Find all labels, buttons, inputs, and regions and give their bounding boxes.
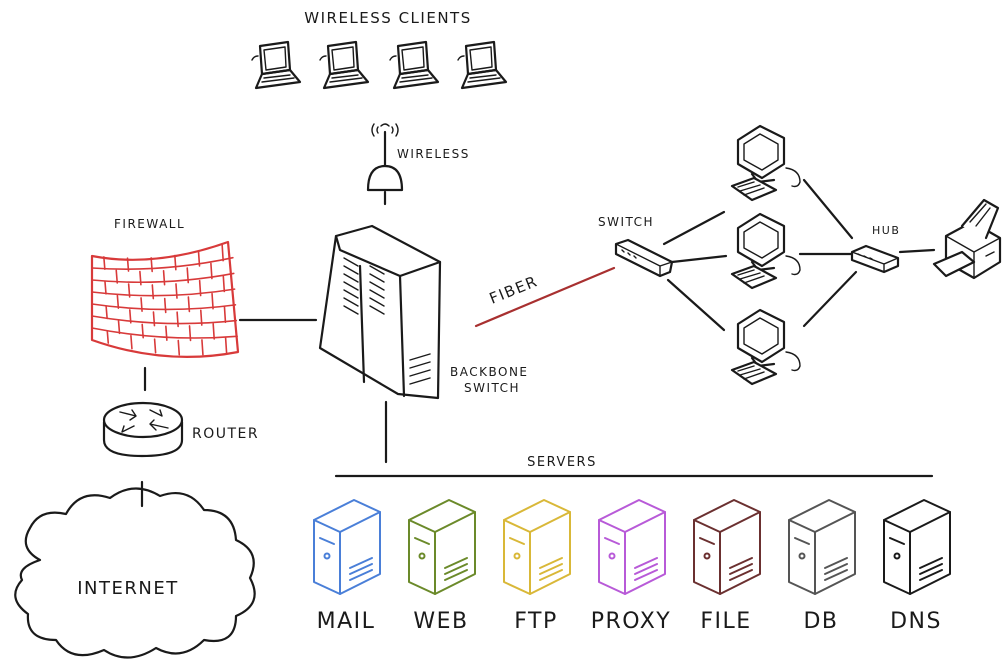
router-label: ROUTER <box>192 426 259 442</box>
desktop-computer-icon <box>730 124 801 202</box>
printer-icon <box>932 198 1002 280</box>
internet-cloud-icon <box>14 487 256 659</box>
pc-hub-link <box>802 270 858 328</box>
backbone-switch-icon <box>318 224 442 400</box>
server-icon <box>598 499 666 595</box>
server-icon <box>408 499 476 595</box>
server-label: MAIL <box>317 609 376 634</box>
laptop-icon <box>319 40 370 90</box>
switch-pc-link <box>666 278 726 332</box>
desktop-computer-icon <box>730 212 801 290</box>
server-label: DB <box>803 609 838 634</box>
laptop-icon <box>389 40 440 90</box>
backbone-switch-label: BACKBONE SWITCH <box>450 365 534 395</box>
server-icon <box>503 499 571 595</box>
server-label: PROXY <box>591 609 671 634</box>
server-icon <box>883 499 951 595</box>
servers-label: SERVERS <box>527 455 597 470</box>
server-label: FTP <box>514 609 557 634</box>
switch-pc-link <box>662 210 726 246</box>
laptop-icon <box>251 40 302 90</box>
wireless-label: WIRELESS <box>397 147 470 161</box>
server-label: DNS <box>890 609 942 634</box>
hub-icon <box>850 244 900 274</box>
server-row: MAIL WEB FTP PROXY FILE DB DNS <box>313 499 951 634</box>
server-label: WEB <box>413 609 468 634</box>
switch-label: SWITCH <box>598 215 654 229</box>
wireless-clients <box>251 40 508 90</box>
firewall-icon <box>90 240 240 358</box>
firewall-label: FIREWALL <box>114 217 185 231</box>
hub-printer-link <box>898 248 936 254</box>
switch-pc-link <box>670 254 728 264</box>
pc-hub-link <box>802 178 854 240</box>
server-icon <box>313 499 381 595</box>
server-label: FILE <box>700 609 751 634</box>
server-icon <box>788 499 856 595</box>
server-icon <box>693 499 761 595</box>
internet-label: INTERNET <box>77 578 178 599</box>
fiber-link <box>474 266 616 328</box>
laptop-icon <box>457 40 508 90</box>
hub-label: HUB <box>872 224 900 237</box>
switch-icon <box>614 238 674 278</box>
wireless-access-point-icon <box>366 123 404 206</box>
desktop-computer-icon <box>730 308 801 386</box>
wireless-clients-label: WIRELESS CLIENTS <box>304 9 471 27</box>
router-icon <box>102 401 184 458</box>
